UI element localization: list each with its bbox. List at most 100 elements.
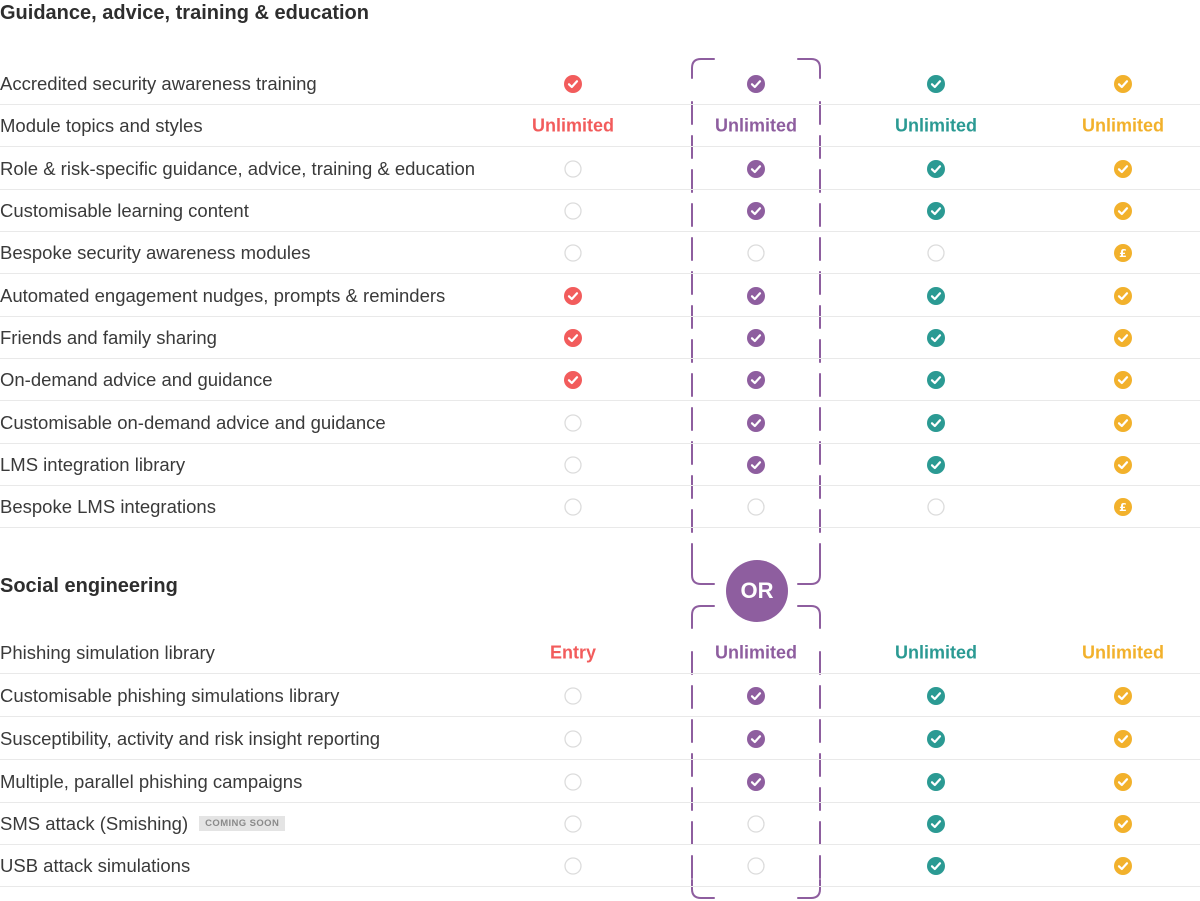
feature-row: Bespoke security awareness modules£ <box>0 232 1200 274</box>
check-icon <box>1114 856 1132 875</box>
pound-label: £ <box>1119 501 1127 514</box>
plan-pro-value: Unlimited <box>715 115 797 136</box>
feature-label: Bespoke LMS integrations <box>0 496 216 518</box>
check-icon <box>747 772 765 791</box>
plan-enterprise-value: Unlimited <box>1082 115 1164 136</box>
check-icon <box>1114 413 1132 432</box>
feature-label: SMS attack (Smishing) COMING SOON <box>0 812 286 835</box>
check-icon <box>1114 370 1132 389</box>
feature-label: Automated engagement nudges, prompts & r… <box>0 285 445 307</box>
empty-circle-icon <box>564 814 582 833</box>
frame-corner-mid-left <box>691 565 715 585</box>
plan-value-text: Unlimited <box>1081 115 1165 135</box>
check-icon <box>747 159 765 178</box>
coming-soon-badge: COMING SOON <box>199 816 286 831</box>
empty-circle-icon <box>564 686 582 705</box>
feature-row: Bespoke LMS integrations £ <box>0 486 1200 528</box>
check-icon <box>1114 201 1132 220</box>
feature-row: Customisable on-demand advice and guidan… <box>0 402 1200 444</box>
or-badge: OR <box>726 560 788 622</box>
check-icon <box>747 455 765 474</box>
feature-row: USB attack simulations <box>0 845 1200 887</box>
feature-label-text: Bespoke LMS integrations <box>0 495 216 517</box>
check-icon <box>1114 328 1132 347</box>
check-icon <box>1114 814 1132 833</box>
feature-label: Phishing simulation library <box>0 642 215 664</box>
feature-label-text: Module topics and styles <box>0 114 203 136</box>
feature-label-text: Phishing simulation library <box>0 641 215 663</box>
check-icon <box>564 370 582 389</box>
check-icon <box>564 328 582 347</box>
check-icon <box>564 74 582 93</box>
feature-label: LMS integration library <box>0 454 185 476</box>
check-icon <box>1114 729 1132 748</box>
check-icon <box>927 856 945 875</box>
feature-row: Phishing simulation library Entry Unlimite… <box>0 632 1200 674</box>
feature-label-text: Role & risk-specific guidance, advice, t… <box>0 157 476 179</box>
feature-label: Customisable learning content <box>0 200 249 222</box>
check-icon <box>1114 159 1132 178</box>
feature-label: USB attack simulations <box>0 855 190 877</box>
feature-row: Multiple, parallel phishing campaigns <box>0 761 1200 803</box>
check-icon <box>927 370 945 389</box>
check-icon <box>747 74 765 93</box>
feature-row: Susceptibility, activity and risk insigh… <box>0 718 1200 760</box>
plan-value-text: Unlimited <box>894 115 978 135</box>
check-icon <box>927 686 945 705</box>
feature-row: Accredited security awareness training <box>0 63 1200 105</box>
feature-label-text: On-demand advice and guidance <box>0 368 273 390</box>
feature-label-text: Customisable learning content <box>0 199 249 221</box>
plan-entry-value: Entry <box>550 642 596 663</box>
feature-row: LMS integration library <box>0 444 1200 486</box>
feature-row: Customisable phishing simulations librar… <box>0 675 1200 717</box>
feature-label: Susceptibility, activity and risk insigh… <box>0 728 380 750</box>
check-icon <box>927 201 945 220</box>
feature-label-text: SMS attack (Smishing) <box>0 812 189 834</box>
plan-pro-value: Unlimited <box>715 642 797 663</box>
feature-label: Customisable on-demand advice and guidan… <box>0 412 386 434</box>
check-icon <box>747 286 765 305</box>
plan-value-text: Unlimited <box>1081 642 1165 662</box>
check-icon <box>1114 772 1132 791</box>
plan-enterprise-value: Unlimited <box>1082 642 1164 663</box>
plan-entry-value: Unlimited <box>532 115 614 136</box>
empty-circle-icon <box>927 243 945 262</box>
check-icon <box>927 772 945 791</box>
feature-label: On-demand advice and guidance <box>0 369 273 391</box>
plan-value-text: Unlimited <box>714 115 798 135</box>
frame-corner-mid2-right <box>797 605 821 629</box>
feature-label-text: Friends and family sharing <box>0 326 217 348</box>
check-icon <box>1114 686 1132 705</box>
empty-circle-icon <box>564 497 582 516</box>
empty-circle-icon <box>564 772 582 791</box>
empty-circle-icon <box>564 413 582 432</box>
empty-circle-icon <box>564 856 582 875</box>
feature-row: SMS attack (Smishing) COMING SOON <box>0 803 1200 845</box>
empty-circle-icon <box>564 201 582 220</box>
feature-label-text: Automated engagement nudges, prompts & r… <box>0 284 446 306</box>
check-icon <box>927 159 945 178</box>
empty-circle-icon <box>564 455 582 474</box>
check-icon <box>927 328 945 347</box>
feature-row: Customisable learning content <box>0 190 1200 232</box>
feature-row: Role & risk-specific guidance, advice, t… <box>0 148 1200 190</box>
feature-row: Automated engagement nudges, prompts & r… <box>0 275 1200 317</box>
check-icon <box>747 201 765 220</box>
empty-circle-icon <box>564 729 582 748</box>
feature-label-text: Susceptibility, activity and risk insigh… <box>0 727 381 749</box>
feature-label-text: Customisable on-demand advice and guidan… <box>0 411 386 433</box>
feature-label: Friends and family sharing <box>0 327 217 349</box>
empty-circle-icon <box>564 243 582 262</box>
feature-label: Role & risk-specific guidance, advice, t… <box>0 158 475 180</box>
pound-label: £ <box>1119 247 1127 260</box>
plan-value-text: Unlimited <box>531 115 615 135</box>
check-icon <box>927 286 945 305</box>
check-icon <box>927 455 945 474</box>
feature-label-text: Accredited security awareness training <box>0 72 317 94</box>
plan-business-value: Unlimited <box>895 642 977 663</box>
check-icon <box>747 370 765 389</box>
section-title: Social engineering <box>0 575 178 597</box>
feature-label-text: LMS integration library <box>0 453 186 475</box>
check-icon <box>1114 286 1132 305</box>
